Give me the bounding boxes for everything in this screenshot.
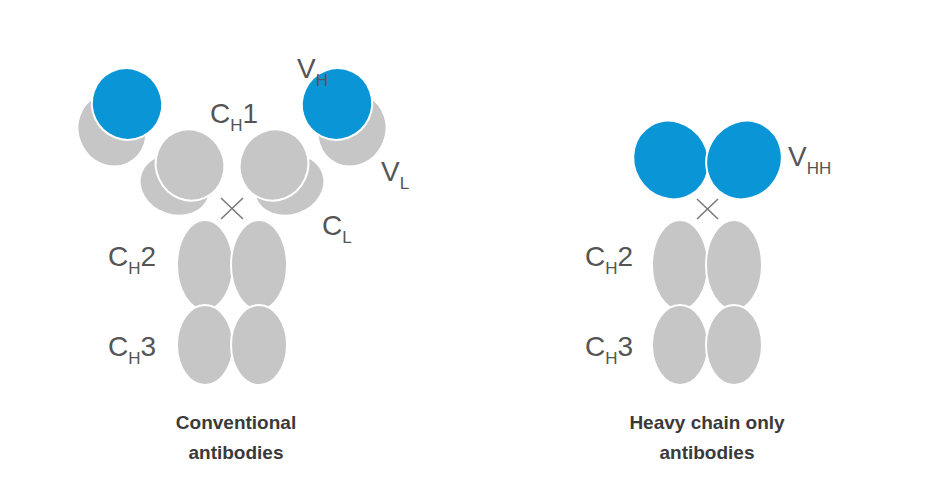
figure-caption: Heavy chain only antibodies — [621, 408, 793, 468]
ch3-domain — [706, 305, 762, 385]
subscript: L — [342, 228, 351, 247]
ch3-domain — [231, 305, 287, 385]
subscript: L — [400, 174, 409, 193]
ch2-domain — [231, 220, 287, 310]
subscript: H — [605, 349, 617, 368]
vhh-domain — [692, 107, 796, 213]
ch2-domain — [177, 220, 233, 310]
ch3-domain — [177, 305, 233, 385]
subscript: H — [605, 259, 617, 278]
ch1-domain — [144, 118, 236, 212]
subscript: H — [316, 71, 328, 90]
heavy-chain-only-antibody — [619, 107, 796, 385]
conventional-antibody — [66, 57, 399, 385]
domain-label: CH3 — [108, 333, 156, 361]
ch2-domain — [652, 220, 708, 310]
domain-label: CH1 — [210, 100, 258, 128]
domain-label: CL — [322, 212, 352, 240]
hinge-cross — [221, 198, 243, 219]
vh-domain — [80, 57, 174, 152]
subscript: H — [128, 349, 140, 368]
ch3-domain — [652, 305, 708, 385]
ch2-domain — [706, 220, 762, 310]
domain-label: VHH — [788, 143, 831, 171]
domain-label: CH2 — [585, 243, 633, 271]
hinge-cross — [697, 199, 718, 219]
domain-label: VH — [297, 55, 328, 83]
domain-label: CH2 — [108, 243, 156, 271]
subscript: H — [230, 116, 242, 135]
subscript: H — [128, 259, 140, 278]
domain-label: CH3 — [585, 333, 633, 361]
domain-label: VL — [381, 158, 409, 186]
figure-caption: Conventional antibodies — [150, 408, 322, 468]
subscript: HH — [807, 159, 832, 178]
